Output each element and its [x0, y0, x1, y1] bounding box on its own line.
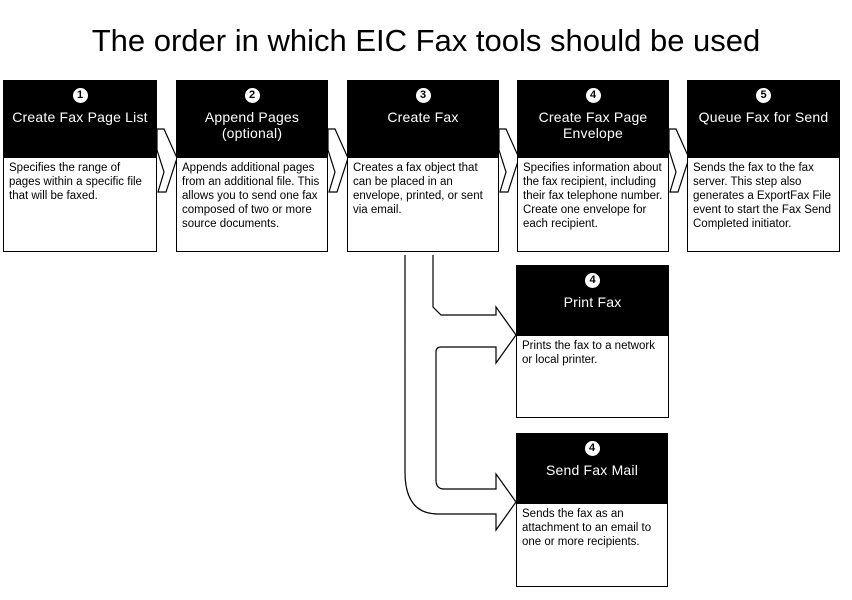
- step-header: 4 Send Fax Mail: [516, 433, 668, 503]
- step-header: 4 Create Fax Page Envelope: [517, 80, 669, 157]
- step-header: 2 Append Pages (optional): [176, 80, 328, 157]
- step-title: Create Fax Page List: [12, 109, 148, 125]
- step-number-badge: 4: [585, 273, 600, 288]
- flow-arrow-step3-step4: [498, 128, 520, 193]
- step-box-create-fax: 3 Create Fax Creates a fax object that c…: [347, 80, 499, 252]
- step-number-badge: 4: [584, 441, 600, 456]
- step-description: Sends the fax to the fax server. This st…: [687, 157, 840, 252]
- branch-box-print-fax: 4 Print Fax Prints the fax to a network …: [516, 265, 669, 418]
- step-number-badge: 2: [244, 88, 260, 103]
- page-title: The order in which EIC Fax tools should …: [91, 23, 761, 58]
- step-title: Send Fax Mail: [545, 462, 639, 478]
- step-number-badge: 4: [585, 88, 601, 103]
- step-box-append-pages: 2 Append Pages (optional) Appends additi…: [176, 80, 328, 252]
- step-title: Create Fax: [387, 109, 459, 125]
- step-box-queue-fax-for-send: 5 Queue Fax for Send Sends the fax to th…: [687, 80, 840, 252]
- step-number-badge: 1: [72, 88, 88, 103]
- step-box-create-fax-page-envelope: 4 Create Fax Page Envelope Specifies inf…: [517, 80, 669, 252]
- step-title: Queue Fax for Send: [698, 109, 829, 125]
- step-header: 1 Create Fax Page List: [3, 80, 157, 157]
- step-box-create-fax-page-list: 1 Create Fax Page List Specifies the ran…: [3, 80, 157, 252]
- flow-arrow-step2-step3: [327, 128, 349, 193]
- step-description: Appends additional pages from an additio…: [176, 157, 328, 252]
- flow-arrow-create-fax-branches: [404, 255, 517, 532]
- step-description: Specifies information about the fax reci…: [517, 157, 669, 252]
- step-title: Append Pages (optional): [204, 109, 300, 141]
- step-description: Sends the fax as an attachment to an ema…: [516, 503, 668, 587]
- flow-arrow-step4-step5: [668, 128, 690, 193]
- step-description: Creates a fax object that can be placed …: [347, 157, 499, 252]
- step-title: Print Fax: [563, 294, 622, 310]
- step-description: Prints the fax to a network or local pri…: [516, 335, 669, 418]
- step-header: 4 Print Fax: [516, 265, 669, 335]
- step-header: 5 Queue Fax for Send: [687, 80, 840, 157]
- flow-arrow-step1-step2: [156, 128, 178, 193]
- step-description: Specifies the range of pages within a sp…: [3, 157, 157, 252]
- step-number-badge: 3: [415, 88, 431, 103]
- branch-box-send-fax-mail: 4 Send Fax Mail Sends the fax as an atta…: [516, 433, 668, 587]
- step-number-badge: 5: [756, 88, 771, 103]
- step-title: Create Fax Page Envelope: [538, 109, 648, 141]
- step-header: 3 Create Fax: [347, 80, 499, 157]
